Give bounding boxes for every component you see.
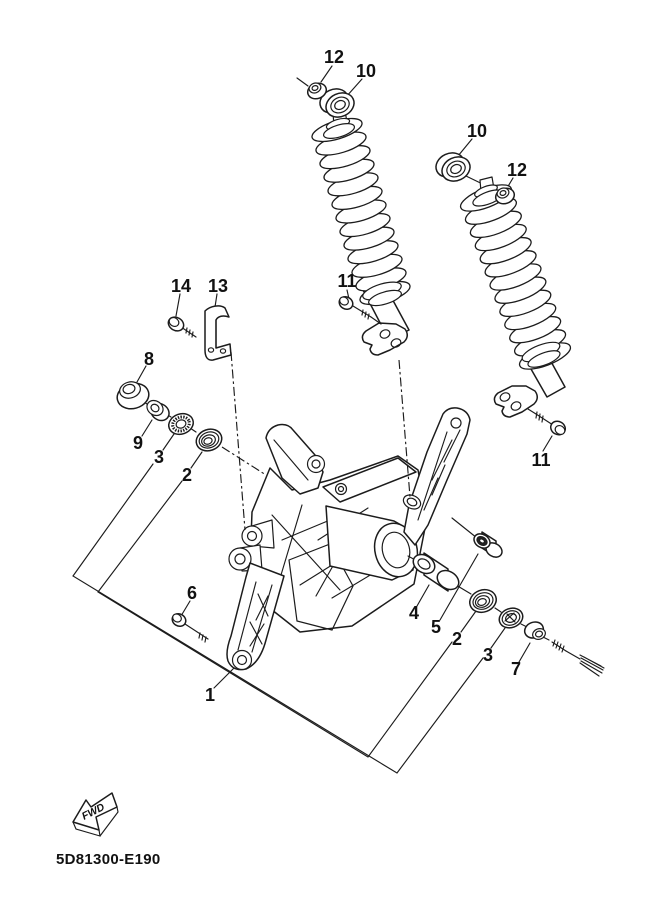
callout-13: 13 bbox=[208, 276, 228, 296]
left-seal-axis bbox=[221, 446, 267, 476]
callout-7: 7 bbox=[511, 659, 521, 679]
callout-2-left: 2 bbox=[182, 465, 192, 485]
callout-4: 4 bbox=[409, 603, 419, 623]
pivot-tube bbox=[325, 505, 419, 581]
bushing-5 bbox=[473, 531, 503, 558]
left-shock-axis bbox=[398, 359, 411, 498]
oil-seal-2-left bbox=[195, 428, 223, 452]
left-clevis bbox=[228, 519, 275, 572]
rear-arm-cutout bbox=[288, 543, 354, 631]
pivot-shaft bbox=[551, 639, 605, 677]
washer-3-right bbox=[498, 607, 524, 629]
shock-absorber-left bbox=[311, 88, 411, 356]
connector-part2 bbox=[97, 480, 453, 758]
callout-9: 9 bbox=[133, 433, 143, 453]
bolt-6 bbox=[171, 612, 209, 643]
bushing-4 bbox=[412, 552, 460, 592]
callout-12-left: 12 bbox=[324, 47, 344, 67]
callout-14: 14 bbox=[171, 276, 191, 296]
rear-arm bbox=[226, 407, 471, 671]
callout-10-left: 10 bbox=[356, 61, 376, 81]
drawing-number: 5D81300-E190 bbox=[56, 851, 161, 868]
shock-clevis-right bbox=[493, 385, 538, 418]
collar-9 bbox=[146, 399, 170, 422]
callout-1: 1 bbox=[205, 685, 215, 705]
bolt-11-left bbox=[338, 295, 382, 325]
left-upper-arm bbox=[265, 423, 326, 495]
callout-11-right: 11 bbox=[531, 450, 550, 470]
nut-8 bbox=[116, 381, 150, 410]
callout-12-right: 12 bbox=[507, 160, 527, 180]
collar-7 bbox=[523, 621, 546, 640]
callout-labels: 12 10 10 12 11 11 14 13 8 9 3 2 6 1 4 5 … bbox=[133, 47, 551, 705]
callout-10-right: 10 bbox=[467, 121, 487, 141]
connector-part3 bbox=[72, 463, 484, 774]
shock-clevis-left bbox=[361, 322, 408, 356]
callout-3-right: 3 bbox=[483, 645, 493, 665]
right-upper-arm bbox=[402, 407, 471, 546]
bracket-13 bbox=[204, 305, 232, 361]
bolt-14 bbox=[167, 316, 197, 338]
callout-3-left: 3 bbox=[154, 447, 164, 467]
nut-12-right bbox=[494, 187, 516, 205]
bottom-arm bbox=[226, 562, 285, 671]
fwd-arrow: FWD bbox=[72, 792, 119, 837]
shock-mount-boss bbox=[402, 494, 422, 510]
callout-8: 8 bbox=[144, 349, 154, 369]
nut-12-left bbox=[306, 82, 328, 100]
oil-seal-2-right bbox=[469, 588, 497, 614]
bearing-3-left bbox=[168, 412, 194, 436]
center-lines bbox=[140, 351, 550, 641]
coil-spring-left bbox=[311, 117, 411, 306]
shock-absorber-right bbox=[435, 152, 572, 418]
callout-2-right: 2 bbox=[452, 629, 462, 649]
callout-11-left: 11 bbox=[337, 271, 356, 291]
bolt-11-right bbox=[527, 408, 567, 436]
shock-eye-bushing-right bbox=[435, 152, 471, 182]
callout-5: 5 bbox=[431, 617, 441, 637]
callout-6: 6 bbox=[187, 583, 197, 603]
leader-lines bbox=[72, 65, 553, 774]
shock-eye-bushing-left bbox=[319, 88, 355, 118]
upper-beam bbox=[322, 457, 417, 503]
bracket-axis bbox=[230, 351, 246, 531]
